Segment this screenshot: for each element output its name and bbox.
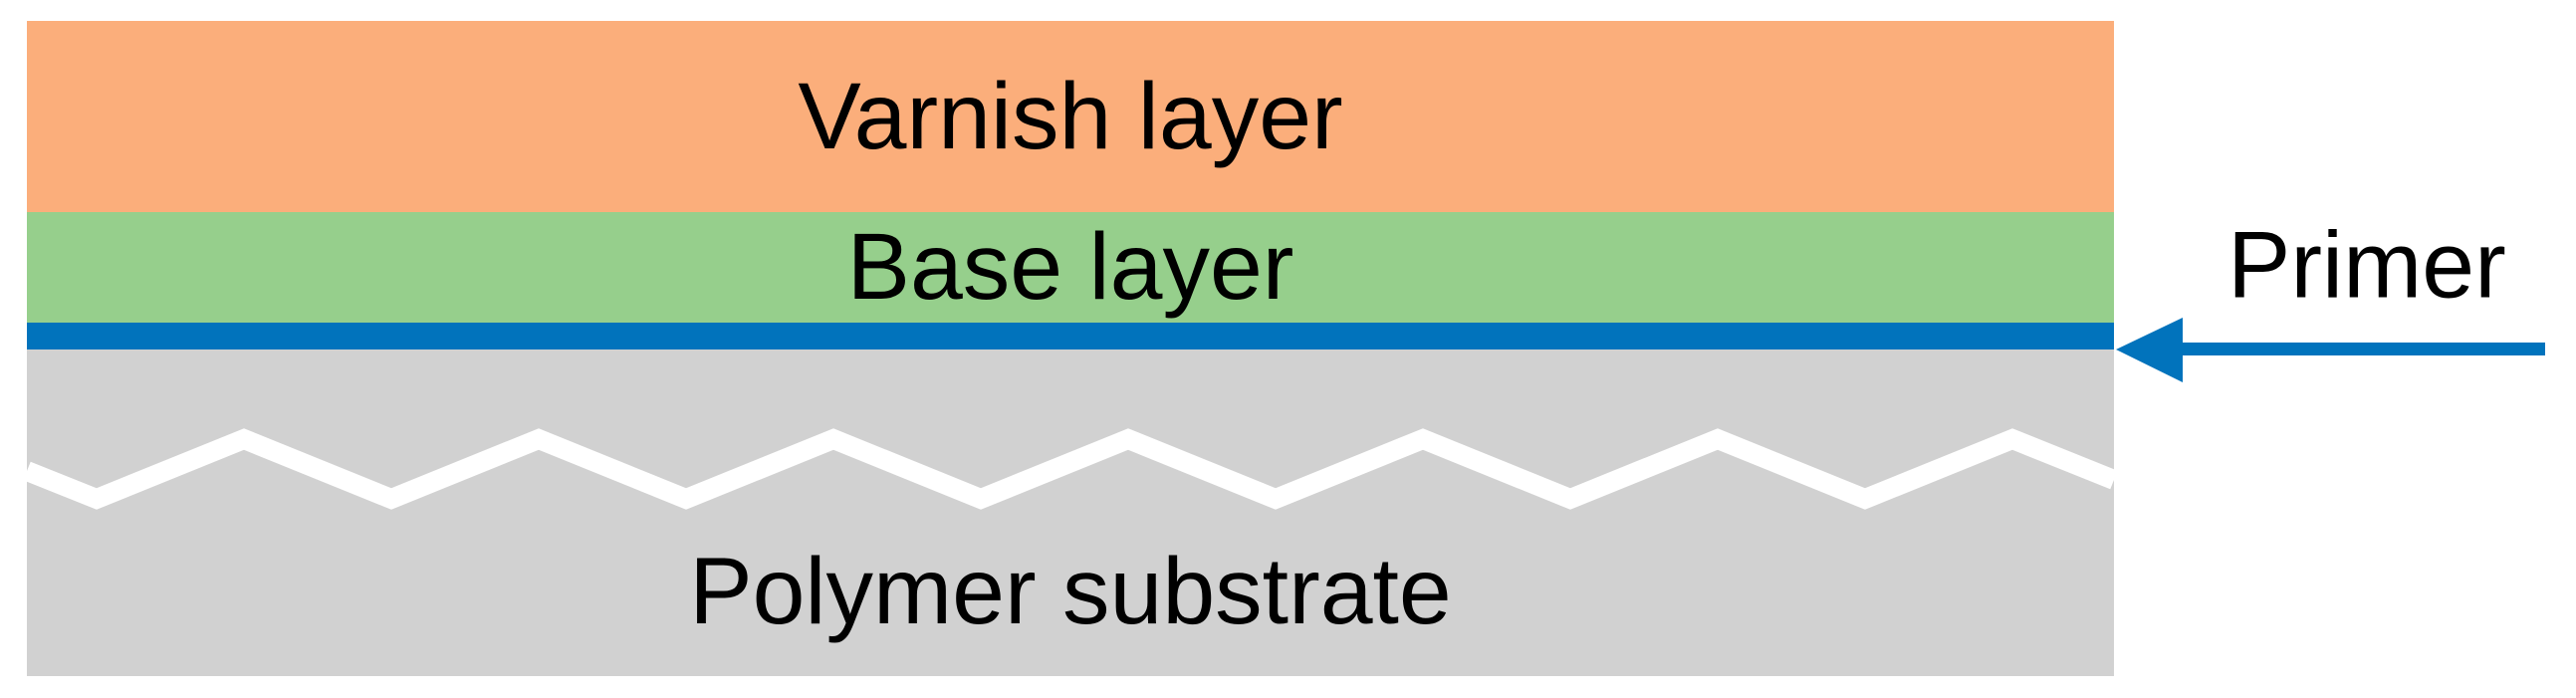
primer-label: Primer	[2227, 212, 2506, 319]
base-layer: Base layer	[27, 212, 2114, 323]
polymer-substrate: Polymer substrate	[27, 349, 2114, 676]
primer-line	[27, 323, 2114, 349]
left-arrow-shape	[2116, 318, 2545, 382]
base-layer-label: Base layer	[846, 214, 1294, 320]
polymer-substrate-label: Polymer substrate	[689, 539, 1452, 644]
varnish-layer: Varnish layer	[27, 21, 2114, 212]
zigzag-line-icon	[27, 428, 2114, 510]
substrate-label-area: Polymer substrate	[27, 508, 2114, 676]
left-arrow-icon	[2116, 318, 2545, 382]
varnish-layer-label: Varnish layer	[798, 63, 1343, 169]
